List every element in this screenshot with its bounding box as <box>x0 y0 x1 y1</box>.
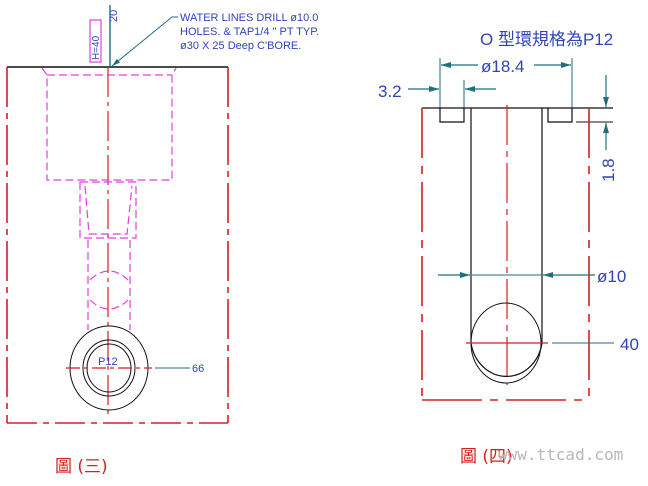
note-line-3: ø30 X 25 Deep C'BORE. <box>180 40 301 52</box>
oring-label: P12 <box>98 356 118 368</box>
oring-spec-title: O 型環規格為P12 <box>480 30 613 49</box>
hidden-lines <box>41 67 177 330</box>
note-leader <box>111 16 178 67</box>
figure-4: O 型環規格為P12 ø18.4 3.2 1.8 ø10 40 圖 (四) <box>378 30 639 467</box>
dim-40-label: 40 <box>620 335 639 354</box>
note-line-1: WATER LINES DRILL ø10.0 <box>180 12 318 24</box>
tap-hidden <box>79 181 137 239</box>
groove-left <box>439 108 465 123</box>
hole-bottom <box>470 342 543 377</box>
dim-10-label: ø10 <box>597 267 626 286</box>
height-label: H=40 <box>91 35 102 60</box>
note-line-2: HOLES. & TAP1/4 " PT TYP. <box>180 26 319 38</box>
oring-outer-circle <box>82 339 136 397</box>
watermark: www.ttcad.com <box>498 445 623 464</box>
figure-3: 20 H=40 WATER LINES DRILL ø10.0 HOLES. &… <box>6 5 319 477</box>
figure-3-caption: 圖 (三) <box>55 457 108 477</box>
height-label-box <box>89 19 102 63</box>
counterbore-hidden <box>41 67 177 181</box>
dim-66-label: 66 <box>192 363 204 375</box>
dim-20-label: 20 <box>108 10 120 22</box>
groove-right <box>547 108 573 123</box>
dim-3-2-label: 3.2 <box>378 82 402 101</box>
figure-4-caption: 圖 (四) <box>460 447 513 467</box>
dim-1-8-label: 1.8 <box>599 158 618 182</box>
dim-18-4-label: ø18.4 <box>481 57 524 76</box>
